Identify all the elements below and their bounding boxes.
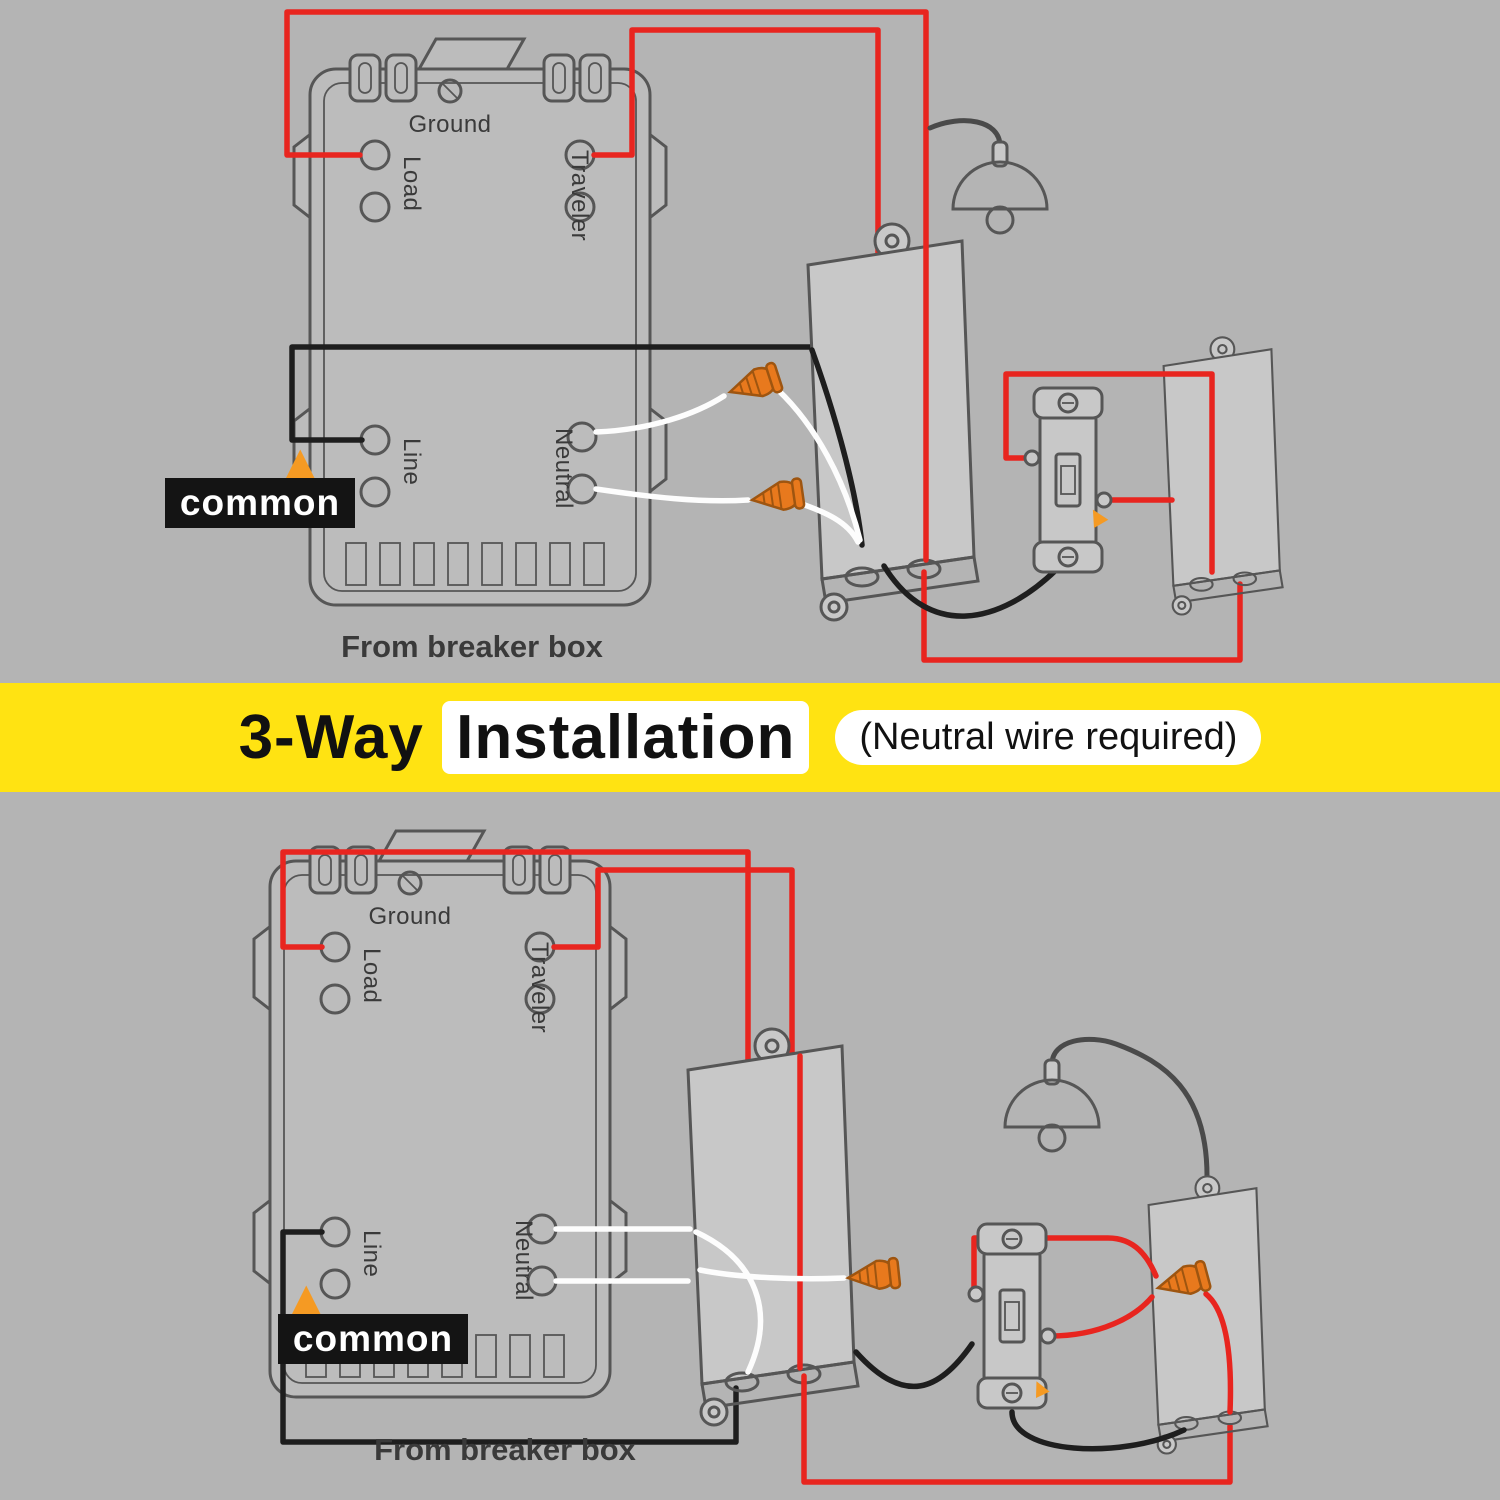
section-banner: 3-Way Installation (Neutral wire require… bbox=[0, 683, 1500, 792]
traveler-red-wire bbox=[591, 27, 881, 271]
light-fixture-icon bbox=[951, 140, 1049, 235]
common-badge-label: common bbox=[180, 482, 340, 523]
traveler-red-wire bbox=[551, 867, 795, 1057]
red-wire-between-boxes bbox=[921, 569, 1243, 663]
wall-box-secondary bbox=[1147, 1175, 1269, 1455]
three-way-toggle-switch bbox=[967, 1222, 1057, 1410]
switch-red-wire-2 bbox=[1047, 1294, 1155, 1339]
banner-title: 3-Way Installation bbox=[238, 701, 810, 774]
banner-title-prefix: 3-Way bbox=[238, 703, 424, 772]
line-black-wire bbox=[280, 1229, 739, 1445]
from-breaker-box-caption: From breaker box bbox=[341, 629, 604, 664]
common-badge bbox=[278, 1314, 468, 1364]
from-breaker-box-caption: From breaker box bbox=[374, 1432, 637, 1467]
load-red-wire bbox=[280, 849, 751, 1067]
wire-nut-icon bbox=[724, 360, 785, 408]
terminal-label-line: Line bbox=[358, 1230, 385, 1277]
switch-red-wire-1 bbox=[971, 1235, 1159, 1297]
switch-red-wire-2 bbox=[1003, 371, 1215, 575]
terminal-label-load: Load bbox=[358, 948, 385, 1003]
bottom-diagram-section: Ground Load Traveler Line Neutral bbox=[0, 792, 1500, 1500]
terminal-label-ground: Ground bbox=[368, 903, 451, 930]
terminal-label-neutral: Neutral bbox=[510, 1220, 537, 1301]
bottom-diagram-canvas: Ground Load Traveler Line Neutral bbox=[252, 829, 1269, 1485]
wire-nut-icon bbox=[845, 1256, 902, 1295]
common-badge bbox=[165, 478, 355, 528]
red-wire-between-boxes bbox=[801, 1373, 1233, 1485]
terminal-label-neutral: Neutral bbox=[550, 428, 577, 509]
lamp-hanger-wire bbox=[1049, 1036, 1210, 1179]
white-wire-in-box bbox=[693, 1229, 764, 1375]
white-wire-to-nut bbox=[697, 1267, 847, 1282]
white-wire-in-box-1 bbox=[775, 387, 863, 543]
top-diagram-canvas: Ground Load Traveler Line Neutral bbox=[165, 9, 1284, 664]
three-way-toggle-switch bbox=[1023, 386, 1113, 574]
terminal-label-ground: Ground bbox=[408, 111, 491, 138]
wall-box-secondary bbox=[1162, 336, 1284, 616]
load-red-wire-to-light bbox=[284, 9, 929, 563]
terminal-label-traveler: Traveler bbox=[566, 150, 593, 241]
banner-title-highlight: Installation bbox=[442, 701, 810, 774]
black-wire-in-box bbox=[809, 347, 865, 548]
top-diagram-section: Ground Load Traveler Line Neutral bbox=[0, 0, 1500, 683]
banner-subtitle: (Neutral wire required) bbox=[835, 710, 1262, 765]
wire-nut-icon bbox=[748, 476, 806, 517]
terminal-label-traveler: Traveler bbox=[526, 942, 553, 1033]
neutral-white-wire-2 bbox=[593, 486, 751, 504]
common-badge-label: common bbox=[293, 1318, 453, 1359]
light-fixture-icon bbox=[1003, 1058, 1101, 1153]
neutral-white-wire-1 bbox=[593, 393, 727, 435]
red-wire-nut-to-hole bbox=[1203, 1291, 1234, 1415]
line-black-wire bbox=[289, 344, 815, 443]
black-wire-switch-to-box bbox=[1009, 1409, 1187, 1452]
black-wire-box-to-switch bbox=[853, 1341, 975, 1390]
lamp-hanger-wire bbox=[927, 118, 1003, 149]
terminal-label-line: Line bbox=[398, 438, 425, 485]
wall-box-main bbox=[686, 1027, 860, 1427]
black-wire-box-to-switch bbox=[881, 563, 1059, 619]
terminal-label-load: Load bbox=[398, 156, 425, 211]
